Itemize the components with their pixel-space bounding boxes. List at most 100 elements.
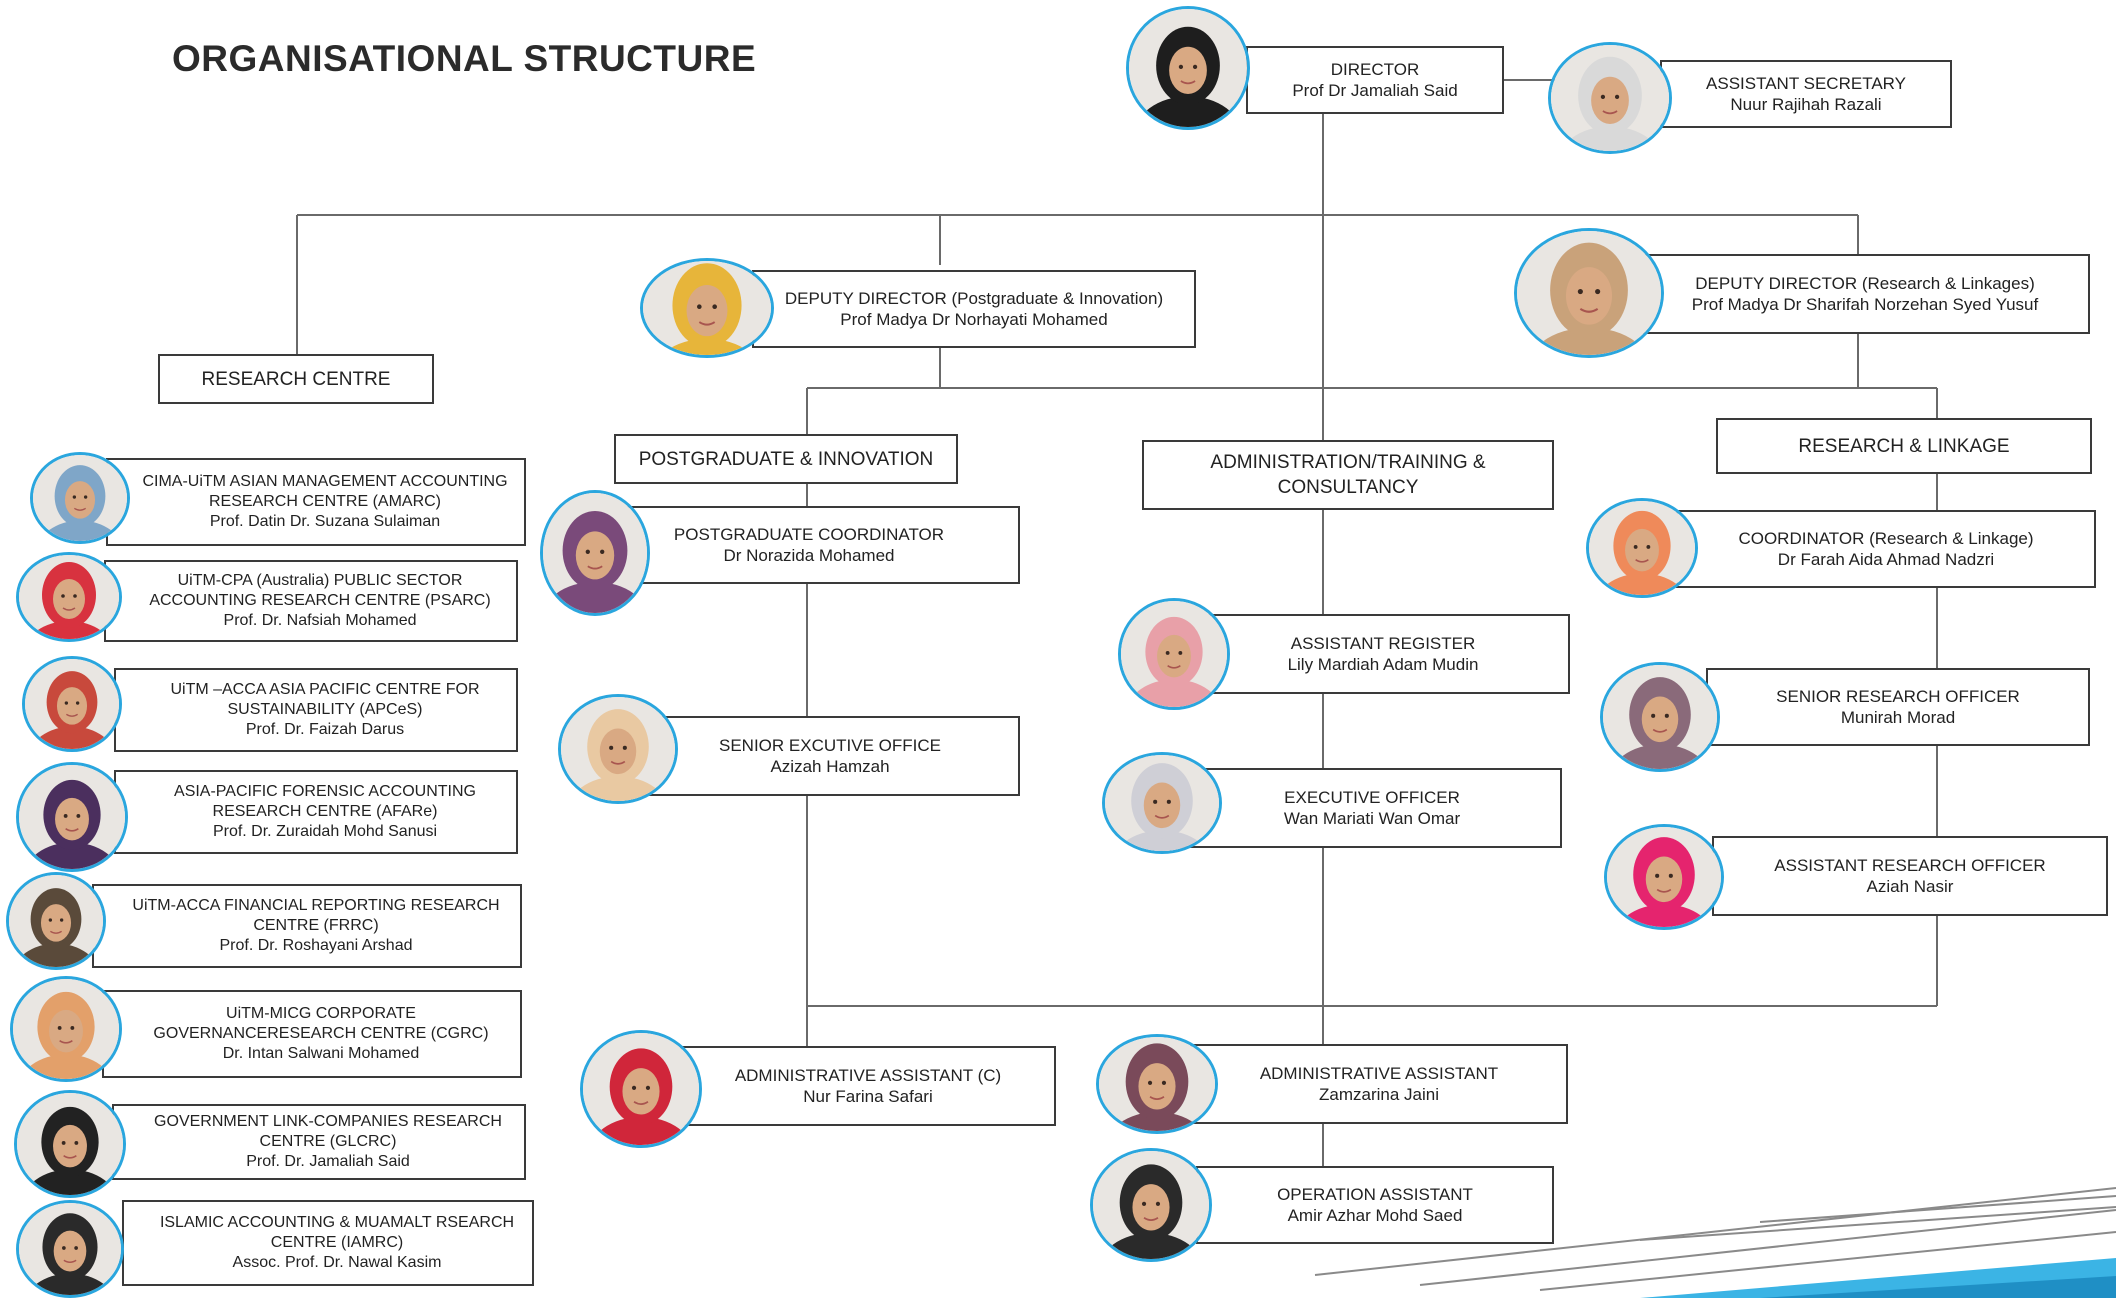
asst-register-role: ASSISTANT REGISTER (1290, 634, 1476, 653)
research-centre-head: Prof. Dr. Faizah Darus (245, 721, 405, 738)
research-centre-item: UiTM-CPA (Australia) PUBLIC SECTOR ACCOUN… (104, 560, 518, 642)
research-centre-title: CENTRE (FRRC) (253, 917, 379, 934)
postgraduate-header: POSTGRADUATE & INNOVATION (614, 434, 958, 484)
exec-officer-name: Wan Mariati Wan Omar (1283, 809, 1461, 828)
research-centre-item: ISLAMIC ACCOUNTING & MUAMALT RSEARCH CENT… (122, 1200, 534, 1286)
research-centre-photo (30, 452, 130, 544)
senior-research-photo (1600, 662, 1720, 772)
assistant-secretary-name: Nuur Rajihah Razali (1730, 95, 1882, 114)
admin-asst-name: Zamzarina Jaini (1319, 1085, 1439, 1104)
research-centre-title: UiTM-MICG CORPORATE (226, 1005, 416, 1022)
decorative-stripes (1314, 1187, 2116, 1291)
asst-research-name: Aziah Nasir (1866, 877, 1954, 896)
administration-header: ADMINISTRATION/TRAINING & CONSULTANCY (1142, 440, 1554, 510)
research-linkage-label: RESEARCH & LINKAGE (1798, 435, 2010, 457)
admin-asst-c-name: Nur Farina Safari (803, 1087, 933, 1106)
research-centre-title: CIMA-UiTM ASIAN MANAGEMENT ACCOUNTING (142, 473, 508, 490)
asst-research-box: ASSISTANT RESEARCH OFFICER Aziah Nasir (1712, 836, 2108, 916)
rl-coordinator-role: COORDINATOR (Research & Linkage) (1738, 529, 2034, 548)
research-centre-head: Prof. Dr. Roshayani Arshad (219, 937, 413, 954)
asst-research-photo (1604, 824, 1724, 930)
research-centre-item: UiTM-MICG CORPORATE GOVERNANCERESEARCH CE… (102, 990, 522, 1078)
research-centre-photo (16, 552, 122, 642)
director-photo (1126, 6, 1250, 130)
pg-coordinator-name: Dr Norazida Mohamed (723, 546, 895, 565)
senior-exec-role: SENIOR EXCUTIVE OFFICE (719, 736, 941, 755)
research-centre-photo (16, 1200, 124, 1298)
senior-research-box: SENIOR RESEARCH OFFICER Munirah Morad (1706, 668, 2090, 746)
administration-label-line2: CONSULTANCY (1277, 477, 1419, 498)
director-role: DIRECTOR (1330, 60, 1420, 79)
admin-asst-c-role: ADMINISTRATIVE ASSISTANT (C) (734, 1066, 1002, 1085)
deputy-director-rl-role: DEPUTY DIRECTOR (Research & Linkages) (1695, 274, 2035, 293)
admin-asst-role: ADMINISTRATIVE ASSISTANT (1259, 1064, 1499, 1083)
deputy-director-rl-photo (1514, 228, 1664, 358)
research-centre-title: ISLAMIC ACCOUNTING & MUAMALT RSEARCH (159, 1214, 515, 1231)
research-centre-title: UiTM –ACCA ASIA PACIFIC CENTRE FOR (170, 681, 480, 698)
operation-asst-photo (1090, 1148, 1212, 1262)
research-centre-title: UiTM-CPA (Australia) PUBLIC SECTOR (177, 572, 463, 589)
research-centre-head: Prof. Datin Dr. Suzana Sulaiman (209, 513, 441, 530)
deputy-director-pg-photo (640, 258, 774, 358)
asst-register-photo (1118, 598, 1230, 710)
pg-coordinator-role: POSTGRADUATE COORDINATOR (673, 525, 945, 544)
deputy-director-pg-name: Prof Madya Dr Norhayati Mohamed (840, 310, 1108, 329)
research-centre-head: Prof. Dr. Jamaliah Said (246, 1153, 410, 1170)
rl-coordinator-name: Dr Farah Aida Ahmad Nadzri (1777, 550, 1995, 569)
research-centre-item: UiTM –ACCA ASIA PACIFIC CENTRE FOR SUSTAI… (114, 668, 518, 752)
page-title: ORGANISATIONAL STRUCTURE (172, 38, 757, 79)
research-centre-title: CENTRE (GLCRC) (259, 1133, 397, 1150)
research-centre-title: ASIA-PACIFIC FORENSIC ACCOUNTING (174, 783, 476, 800)
rl-coordinator-photo (1586, 498, 1698, 598)
senior-research-name: Munirah Morad (1840, 708, 1956, 727)
exec-officer-box: EXECUTIVE OFFICER Wan Mariati Wan Omar (1182, 768, 1562, 848)
senior-exec-box: SENIOR EXCUTIVE OFFICE Azizah Hamzah (640, 716, 1020, 796)
research-centre-photo (10, 976, 122, 1082)
admin-asst-box: ADMINISTRATIVE ASSISTANT Zamzarina Jaini (1190, 1044, 1568, 1124)
research-centre-title: ACCOUNTING RESEARCH CENTRE (PSARC) (149, 592, 491, 609)
research-centre-photo (22, 656, 122, 752)
admin-asst-c-box: ADMINISTRATIVE ASSISTANT (C) Nur Farina … (680, 1046, 1056, 1126)
research-centre-item: UiTM-ACCA FINANCIAL REPORTING RESEARCH CE… (92, 884, 522, 968)
research-centre-title: UiTM-ACCA FINANCIAL REPORTING RESEARCH (132, 897, 500, 914)
asst-register-name: Lily Mardiah Adam Mudin (1287, 655, 1479, 674)
exec-officer-role: EXECUTIVE OFFICER (1284, 788, 1460, 807)
admin-asst-photo (1096, 1034, 1218, 1134)
operation-asst-name: Amir Azhar Mohd Saed (1287, 1206, 1463, 1225)
research-centre-photo (16, 762, 128, 872)
admin-asst-c-photo (580, 1030, 702, 1148)
research-centre-header: RESEARCH CENTRE (158, 354, 434, 404)
research-centre-head: Prof. Dr. Nafsiah Mohamed (223, 612, 417, 629)
research-centre-title: CENTRE (IAMRC) (270, 1234, 404, 1251)
pg-coordinator-photo (540, 490, 650, 616)
operation-asst-box: OPERATION ASSISTANT Amir Azhar Mohd Saed (1196, 1166, 1554, 1244)
asst-register-box: ASSISTANT REGISTER Lily Mardiah Adam Mud… (1196, 614, 1570, 694)
postgraduate-label: POSTGRADUATE & INNOVATION (638, 448, 934, 470)
research-centre-head: Assoc. Prof. Dr. Nawal Kasim (232, 1254, 442, 1271)
exec-officer-photo (1102, 752, 1222, 854)
research-centre-title: SUSTAINABILITY (APCeS) (227, 701, 423, 718)
research-centre-title: RESEARCH CENTRE (AMARC) (208, 493, 441, 510)
research-centre-photo (6, 872, 106, 970)
research-centre-head: Dr. Intan Salwani Mohamed (222, 1045, 420, 1062)
deputy-director-rl-box: DEPUTY DIRECTOR (Research & Linkages) Pr… (1640, 254, 2090, 334)
research-centre-label: RESEARCH CENTRE (201, 368, 391, 390)
research-linkage-header: RESEARCH & LINKAGE (1716, 418, 2092, 474)
deputy-director-pg-role: DEPUTY DIRECTOR (Postgraduate & Innovati… (784, 289, 1164, 308)
assistant-secretary-photo (1548, 42, 1672, 154)
research-centre-item: GOVERNMENT LINK-COMPANIES RESEARCH CENTRE… (112, 1104, 526, 1180)
research-centre-photo (14, 1090, 126, 1198)
assistant-secretary-box: ASSISTANT SECRETARY Nuur Rajihah Razali (1660, 60, 1952, 128)
senior-research-role: SENIOR RESEARCH OFFICER (1776, 687, 2020, 706)
asst-research-role: ASSISTANT RESEARCH OFFICER (1774, 856, 2046, 875)
assistant-secretary-role: ASSISTANT SECRETARY (1706, 74, 1906, 93)
research-centre-title: GOVERNMENT LINK-COMPANIES RESEARCH (154, 1113, 502, 1130)
operation-asst-role: OPERATION ASSISTANT (1277, 1185, 1473, 1204)
research-centre-title: GOVERNANCERESEARCH CENTRE (CGRC) (153, 1025, 489, 1042)
senior-exec-name: Azizah Hamzah (770, 757, 890, 776)
director-box: DIRECTOR Prof Dr Jamaliah Said (1246, 46, 1504, 114)
pg-coordinator-box: POSTGRADUATE COORDINATOR Dr Norazida Moh… (598, 506, 1020, 584)
deputy-director-rl-name: Prof Madya Dr Sharifah Norzehan Syed Yus… (1691, 295, 2039, 314)
